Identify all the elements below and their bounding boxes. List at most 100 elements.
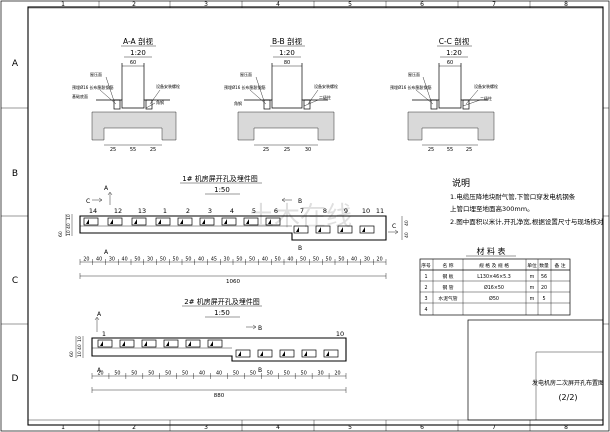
note-line: 上管口埋至地面高300mm。 xyxy=(450,204,534,213)
dim-text: 50 xyxy=(173,257,179,263)
dim-text: 30 xyxy=(147,257,153,263)
materials-table: 材 料 表 序号 名 称 规 格 及 规 格 单位 数量 备 注 1 钢 板 L… xyxy=(419,246,571,316)
dim-text: 50 xyxy=(182,371,188,377)
dim-text: 25 xyxy=(110,147,116,153)
opening-box xyxy=(83,217,99,226)
notes: 说明 1.电缆压降地块耐气管,下管口穿发电机钢条 上管口埋至地面高300mm。 … xyxy=(450,177,604,226)
opening-number: 4 xyxy=(230,207,234,215)
section-label: 基础底面 xyxy=(72,93,88,99)
opening-box xyxy=(315,225,331,234)
opening-mark xyxy=(122,341,125,346)
opening-mark xyxy=(224,219,227,224)
cut-label: C xyxy=(86,198,90,205)
dim-text: 55 xyxy=(447,147,453,153)
table-cell: Ø16×50 xyxy=(484,284,504,291)
plan-1-right-dims: 40 40 xyxy=(404,220,410,238)
opening-mark xyxy=(144,341,147,346)
dim-text: 40 xyxy=(262,257,268,263)
dim-text: 50 xyxy=(165,371,171,377)
dim-text: 50 xyxy=(300,257,306,263)
section-label: 设备安装螺栓 xyxy=(474,83,498,89)
dim-text: 50 xyxy=(313,257,319,263)
dim-text: 40 xyxy=(287,257,293,263)
section-b-b: B-B 剖视 1:20 80 25 25 30 屋压面 预埋Ø16 长布膨胀钢筋… xyxy=(224,36,338,153)
table-header: 单位 xyxy=(527,262,537,269)
dim-text: 40 xyxy=(66,223,72,229)
opening-number: 3 xyxy=(208,207,212,215)
section-label: 预埋Ø16 长布膨胀钢筋 xyxy=(224,84,266,90)
opening-box xyxy=(155,217,171,226)
column-label: 6 xyxy=(420,424,424,431)
row-label: C xyxy=(12,276,18,286)
cut-label: B xyxy=(298,245,302,252)
plan-1-left-dims: 60 10 40 10 xyxy=(58,214,72,237)
plan-2-numbers: 1 10 xyxy=(102,330,344,338)
table-cell: 3 xyxy=(424,296,427,302)
plan-1-cut-markers: C A A B B C xyxy=(86,185,399,256)
column-label: 3 xyxy=(204,1,208,8)
section-title: B-B 剖视 xyxy=(272,36,303,46)
table-cell: 4 xyxy=(424,307,427,313)
table-cell: L130×46×5.3 xyxy=(477,274,511,280)
opening-box xyxy=(301,349,317,358)
opening-number: 2 xyxy=(186,207,190,215)
plan-1-outline xyxy=(79,215,387,241)
opening-box xyxy=(177,217,193,226)
section-top-dim: 60 xyxy=(130,60,136,66)
section-a-a: A-A 剖视 1:20 60 25 55 25 屋压面 预埋Ø16 长布膨胀钢筋… xyxy=(72,36,180,153)
cut-label: A xyxy=(104,249,109,256)
dim-text: 30 xyxy=(109,257,115,263)
note-line: 1.电缆压降地块耐气管,下管口穿发电机钢条 xyxy=(450,192,576,201)
opening-number: 14 xyxy=(89,207,97,215)
opening-number: 6 xyxy=(274,207,278,215)
opening-box xyxy=(163,339,179,348)
opening-mark xyxy=(202,219,205,224)
cut-label: B xyxy=(298,198,302,205)
opening-number: 7 xyxy=(300,207,304,215)
table-header: 名 称 xyxy=(442,262,453,269)
row-label: D xyxy=(12,374,19,384)
dim-text: 20 xyxy=(334,371,340,377)
frame-column-labels: 1 2 3 4 5 6 7 8 1 2 3 4 5 6 7 8 xyxy=(61,1,568,431)
dim-text: 50 xyxy=(250,371,256,377)
opening-number: 5 xyxy=(252,207,256,215)
opening-box xyxy=(235,349,251,358)
opening-mark xyxy=(268,219,271,224)
dim-text: 50 xyxy=(160,257,166,263)
dim-text: 50 xyxy=(267,371,273,377)
opening-mark xyxy=(296,227,299,232)
plan-1-total: 1060 xyxy=(226,279,240,285)
table-cell: 56 xyxy=(541,274,547,280)
section-title: A-A 剖视 xyxy=(123,36,154,46)
dim-text: 45 xyxy=(211,257,217,263)
section-label: 屋压面 xyxy=(240,71,252,77)
plan-1-openings xyxy=(83,217,375,234)
opening-box xyxy=(243,217,259,226)
dim-text: 50 xyxy=(233,371,239,377)
opening-mark xyxy=(260,351,263,356)
opening-number: 1 xyxy=(102,330,106,338)
section-top-dim: 80 xyxy=(284,60,290,66)
note-line: 2.图中面积以米计,开孔净宽,根据设置尺寸与现场核对 xyxy=(450,217,604,226)
opening-box xyxy=(265,217,281,226)
cut-label: B xyxy=(258,367,262,374)
column-label: 4 xyxy=(276,1,280,8)
dim-text: 50 xyxy=(249,257,255,263)
opening-mark xyxy=(188,341,191,346)
row-label: A xyxy=(12,59,19,69)
drawing-sheet-number: (2/2) xyxy=(558,393,577,402)
dim-text: 40 xyxy=(198,257,204,263)
opening-box xyxy=(207,339,223,348)
opening-mark xyxy=(340,227,343,232)
table-cell: 钢 板 xyxy=(442,273,453,280)
section-label: 二级柱 xyxy=(319,94,331,100)
dim-text: 50 xyxy=(148,371,154,377)
plan-1: 1# 机房屏开孔及埋件图 1:50 14 12 13 1 2 3 4 5 6 7… xyxy=(58,174,410,285)
cut-label: C xyxy=(392,223,396,230)
opening-number: 10 xyxy=(362,207,370,215)
column-label: 7 xyxy=(492,1,496,8)
column-label: 4 xyxy=(276,424,280,431)
dim-text: 10 xyxy=(66,214,72,220)
dim-text: 60 xyxy=(69,351,75,357)
